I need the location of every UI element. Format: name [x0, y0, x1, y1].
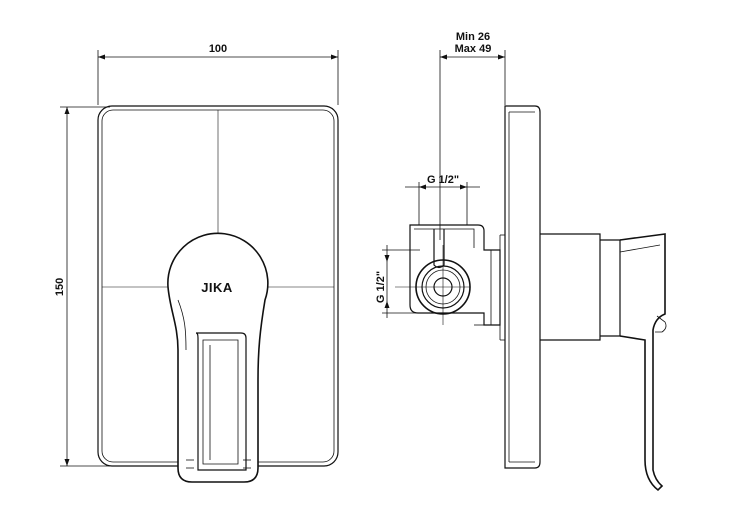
- thread-side-dimension: G 1/2": [375, 245, 420, 318]
- cover-plate-side: [504, 105, 541, 469]
- width-dimension: 100: [97, 43, 339, 105]
- thread-top-dimension: G 1/2": [405, 174, 480, 225]
- front-view: 100 150 JIKA: [54, 43, 339, 483]
- handle-body: [167, 232, 269, 483]
- height-label: 150: [54, 278, 66, 296]
- depth-max-label: Max 49: [455, 43, 492, 55]
- valve-body: [395, 224, 505, 341]
- handle-side: [540, 233, 667, 492]
- lever-slot: [195, 332, 247, 471]
- depth-min-label: Min 26: [456, 31, 490, 43]
- depth-dimension: Min 26 Max 49: [439, 31, 506, 240]
- thread-top-label: G 1/2": [427, 174, 459, 186]
- thread-side-label: G 1/2": [375, 271, 387, 303]
- brand-logo: JIKA: [201, 280, 233, 295]
- width-label: 100: [209, 43, 227, 55]
- height-dimension: 150: [54, 106, 110, 467]
- side-view: Min 26 Max 49 G 1/2" G 1/2": [375, 31, 667, 492]
